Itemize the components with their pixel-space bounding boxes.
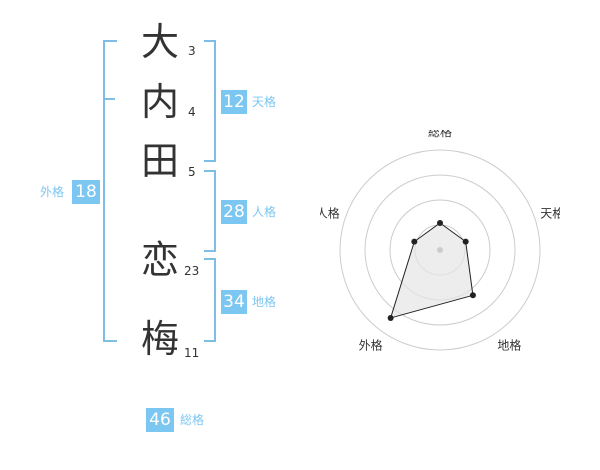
stroke-count-2: 4 bbox=[188, 105, 196, 119]
radar-point-1 bbox=[462, 238, 469, 245]
tenkaku-bracket bbox=[204, 40, 216, 162]
tenkaku-label: 天格 bbox=[252, 95, 277, 109]
radar-point-2 bbox=[469, 292, 476, 299]
radar-point-0 bbox=[437, 220, 443, 226]
chikaku-bracket bbox=[204, 258, 216, 342]
radar-point-4 bbox=[411, 238, 418, 245]
gaikaku-bracket bbox=[103, 40, 117, 342]
radar-points bbox=[387, 220, 476, 321]
chikaku-value: 34 bbox=[221, 290, 247, 314]
gaikaku-value: 18 bbox=[72, 180, 100, 204]
radar-axis-label-4: 人格 bbox=[320, 206, 340, 221]
soukaku-label: 総格 bbox=[180, 413, 205, 427]
gaikaku-label: 外格 bbox=[40, 185, 65, 199]
stroke-count-4: 23 bbox=[184, 264, 200, 278]
radar-axis-label-3: 外格 bbox=[359, 337, 383, 352]
radar-axis-label-0: 総格 bbox=[428, 130, 452, 139]
stroke-count-1: 3 bbox=[188, 44, 196, 58]
jinkaku-label: 人格 bbox=[252, 205, 277, 219]
name-char-4: 恋 bbox=[140, 238, 179, 282]
radar-polygon bbox=[389, 222, 474, 319]
jinkaku-bracket bbox=[204, 170, 216, 252]
name-char-1: 大 bbox=[140, 20, 179, 64]
radar-point-3 bbox=[387, 314, 394, 321]
name-char-5: 梅 bbox=[140, 317, 179, 361]
gaikaku-bracket-mid bbox=[103, 98, 115, 100]
name-char-3: 田 bbox=[140, 139, 179, 183]
stroke-count-5: 11 bbox=[184, 346, 200, 360]
jinkaku-value: 28 bbox=[221, 200, 247, 224]
radar-ring-4 bbox=[339, 149, 541, 351]
radar-center-dot bbox=[437, 247, 443, 253]
tenkaku-value: 12 bbox=[221, 90, 247, 114]
stroke-count-3: 5 bbox=[188, 165, 196, 179]
radar-ring-3 bbox=[364, 174, 516, 326]
chikaku-label: 地格 bbox=[252, 295, 277, 309]
soukaku-value: 46 bbox=[146, 408, 174, 432]
radar-axis-label-2: 地格 bbox=[497, 337, 521, 352]
radar-axis-label-1: 天格 bbox=[540, 206, 560, 221]
name-char-2: 内 bbox=[140, 80, 179, 124]
